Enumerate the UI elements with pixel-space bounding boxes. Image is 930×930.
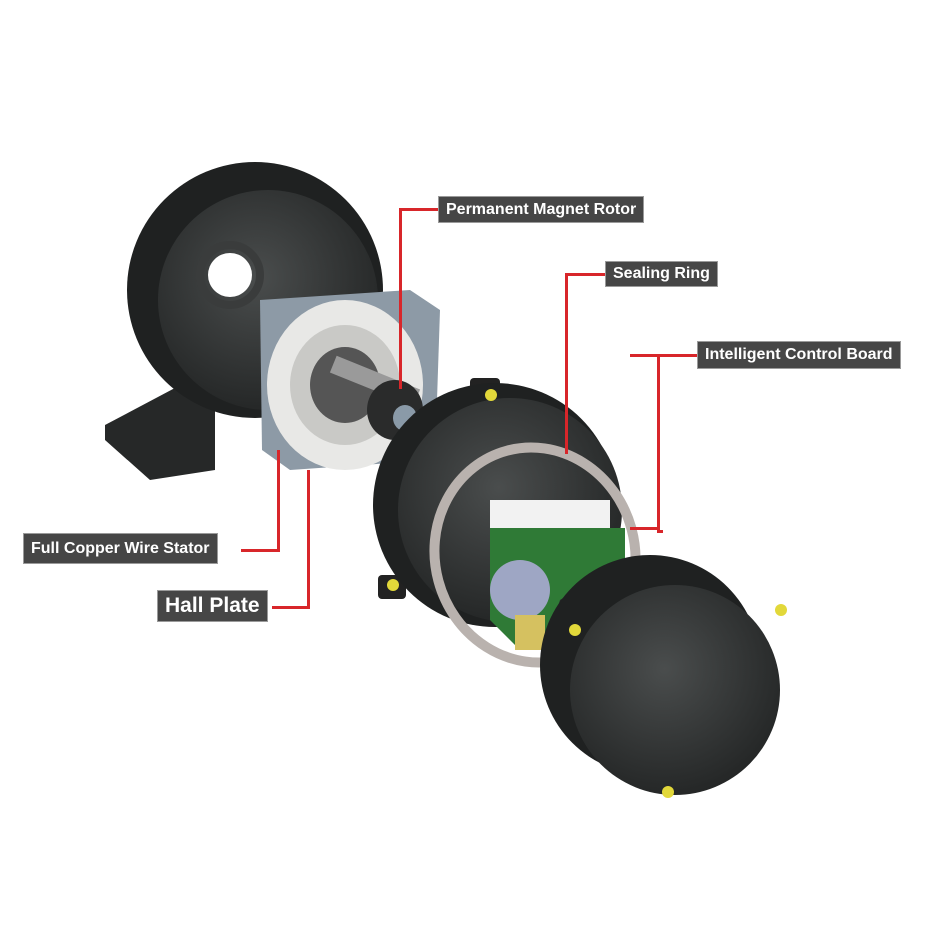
control-board (490, 500, 625, 650)
bolts (387, 389, 787, 798)
hall-plate-label: Hall Plate (157, 590, 268, 622)
rotor-label: Permanent Magnet Rotor (438, 196, 645, 223)
control-board-leader-line (630, 354, 697, 533)
rotor-leader-line (399, 208, 441, 389)
end-cap (540, 555, 780, 795)
stator-leader-line (241, 450, 280, 552)
sealing-ring-label: Sealing Ring (605, 261, 718, 287)
control-board-leader-line-h (630, 527, 660, 530)
hall-plate-leader-line (272, 470, 310, 609)
sealing-ring-leader-line (565, 273, 608, 454)
control-board-label: Intelligent Control Board (697, 341, 901, 369)
control-board-leader-line-v (657, 354, 663, 533)
stator-label: Full Copper Wire Stator (23, 533, 218, 564)
